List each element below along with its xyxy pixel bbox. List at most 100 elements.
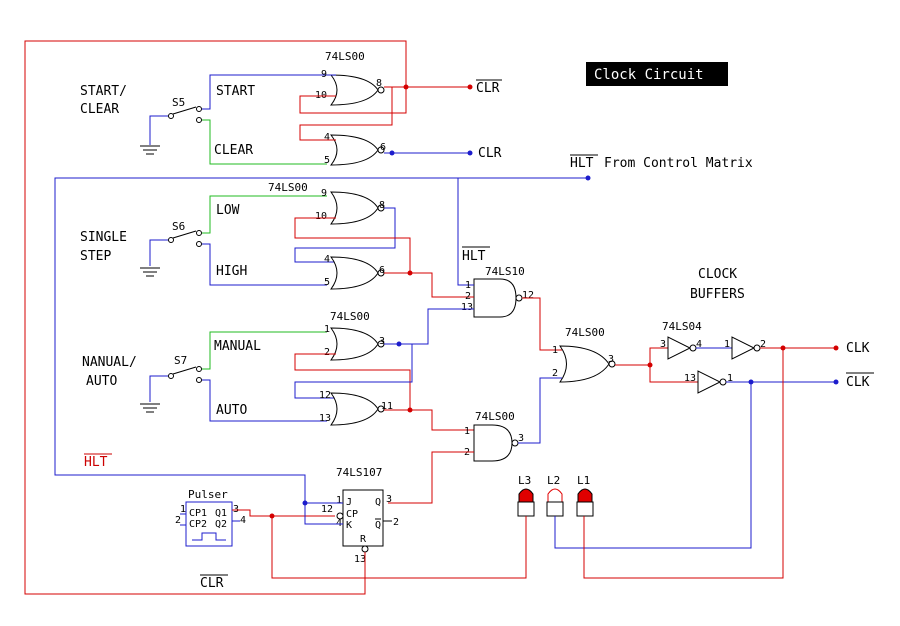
s5-start-wire: [202, 74, 327, 110]
s7-label-2: AUTO: [86, 374, 117, 389]
junction: [389, 150, 395, 156]
clr-bar-top-label: CLR: [476, 81, 500, 96]
g2-pin-out: 6: [380, 142, 386, 153]
g8-gate: [473, 424, 513, 462]
hlt-from-text: From Control Matrix: [604, 156, 753, 171]
clk-bar-label: CLK: [846, 375, 870, 390]
title-text: Clock Circuit: [594, 67, 704, 83]
g5-pin-out: 3: [379, 336, 385, 347]
g2-pin-b: 5: [324, 155, 330, 166]
g2-pin-a: 4: [324, 132, 330, 143]
g8-chip-label: 74LS00: [475, 410, 515, 423]
pulser-waveform: [192, 532, 226, 541]
g1-chip-label: 74LS00: [325, 50, 365, 63]
g5-pin-a: 1: [324, 324, 330, 335]
ff-q-to-g8-wire: [388, 451, 474, 504]
inv-pin-5: 13: [684, 373, 696, 384]
ff-qbar: Q: [375, 520, 381, 531]
g1-gate: [329, 74, 379, 106]
inv3-bubble: [719, 378, 727, 386]
buffers-label-2: BUFFERS: [690, 287, 745, 302]
inv-chip-label: 74LS04: [662, 320, 702, 333]
clk-terminal: [833, 345, 839, 351]
inv1-gate: [667, 336, 692, 360]
ff-pin-qbar: 2: [393, 517, 399, 528]
g4-pin-out: 6: [379, 265, 385, 276]
g3-gate: [330, 191, 379, 225]
pulser-q1-wire: [232, 509, 335, 517]
hlt-wire: [54, 177, 588, 503]
s6-contact-a: [196, 230, 202, 236]
ff-pin-cp: 12: [321, 504, 333, 515]
pulser-cp1: CP1: [189, 508, 207, 519]
junction: [396, 341, 402, 347]
pulser-q2: Q2: [215, 519, 227, 530]
ff-chip-label: 74LS107: [336, 466, 382, 479]
s5-clear-wire: [202, 119, 327, 165]
pulser-q1: Q1: [215, 508, 227, 519]
s5-ground-wire: [149, 115, 168, 145]
g8-pin-out: 3: [518, 433, 524, 444]
clr-top-label: CLR: [478, 146, 502, 161]
s7-common-contact: [168, 373, 174, 379]
s6-contact-b: [196, 241, 202, 247]
s6-ground-symbol: [140, 267, 160, 277]
led-l3-wire: [271, 516, 527, 579]
title-box: [586, 62, 728, 86]
g3-pin-a: 9: [321, 188, 327, 199]
g2-bubble: [377, 146, 385, 154]
s6-pos-high: HIGH: [216, 264, 247, 279]
pulser-pin-2: 2: [175, 515, 181, 526]
g4-pin-b: 5: [324, 277, 330, 288]
ff-r: R: [360, 534, 367, 545]
g9-gate: [559, 345, 610, 383]
s5-label-1: START/: [80, 84, 127, 99]
hlt-to-nand3-wire: [457, 178, 470, 286]
s6-low-wire: [202, 195, 327, 234]
ff-jk-wire: [304, 503, 343, 525]
s6-common-contact: [168, 237, 174, 243]
g9-bubble: [608, 360, 616, 368]
ff-pin-q: 3: [386, 494, 392, 505]
led-l3-label: L3: [518, 474, 531, 487]
g4-out-wire: [384, 272, 470, 298]
s5-ground-symbol: [140, 145, 160, 155]
g3-cross-wire: [294, 207, 396, 263]
led-l2: [546, 488, 564, 517]
g5-gate: [330, 327, 379, 361]
ff-q: Q: [375, 497, 381, 508]
ff-cp: CP: [346, 509, 358, 520]
s7-name: S7: [174, 354, 187, 367]
pulser-pin-1: 1: [180, 504, 186, 515]
g9-chip-label: 74LS00: [565, 326, 605, 339]
pulser-label: Pulser: [188, 488, 228, 501]
g5-cross-wire: [294, 353, 411, 410]
ff-pin-j: 1: [336, 495, 342, 506]
g6-pin-a: 12: [319, 390, 331, 401]
s7-label-1: NANUAL/: [82, 355, 137, 370]
g5-pin-b: 2: [324, 347, 330, 358]
g7-pin-out: 12: [522, 290, 534, 301]
g6-pin-b: 13: [319, 413, 331, 424]
ff-cp-bubble: [336, 512, 344, 520]
hlt-left-label: HLT: [84, 455, 108, 470]
hlt-terminal: [585, 175, 591, 181]
g7-out-wire: [522, 297, 562, 351]
s6-label-1: SINGLE: [80, 230, 127, 245]
g4-pin-a: 4: [324, 254, 330, 265]
buffers-label-1: CLOCK: [698, 267, 737, 282]
ff-pin-r: 13: [354, 554, 366, 565]
pulser-cp2: CP2: [189, 519, 207, 530]
junction: [302, 500, 308, 506]
s5-contact-b: [196, 117, 202, 123]
junction: [407, 407, 413, 413]
ff-box: [342, 489, 384, 547]
clr-bottom-label: CLR: [200, 576, 224, 591]
inv-pin-1: 3: [660, 339, 666, 350]
hlt-from-label: HLT: [570, 156, 594, 171]
s7-pos-auto: AUTO: [216, 403, 247, 418]
g5-chip-label: 74LS00: [330, 310, 370, 323]
g3-chip-label: 74LS00: [268, 181, 308, 194]
junction: [403, 84, 409, 90]
